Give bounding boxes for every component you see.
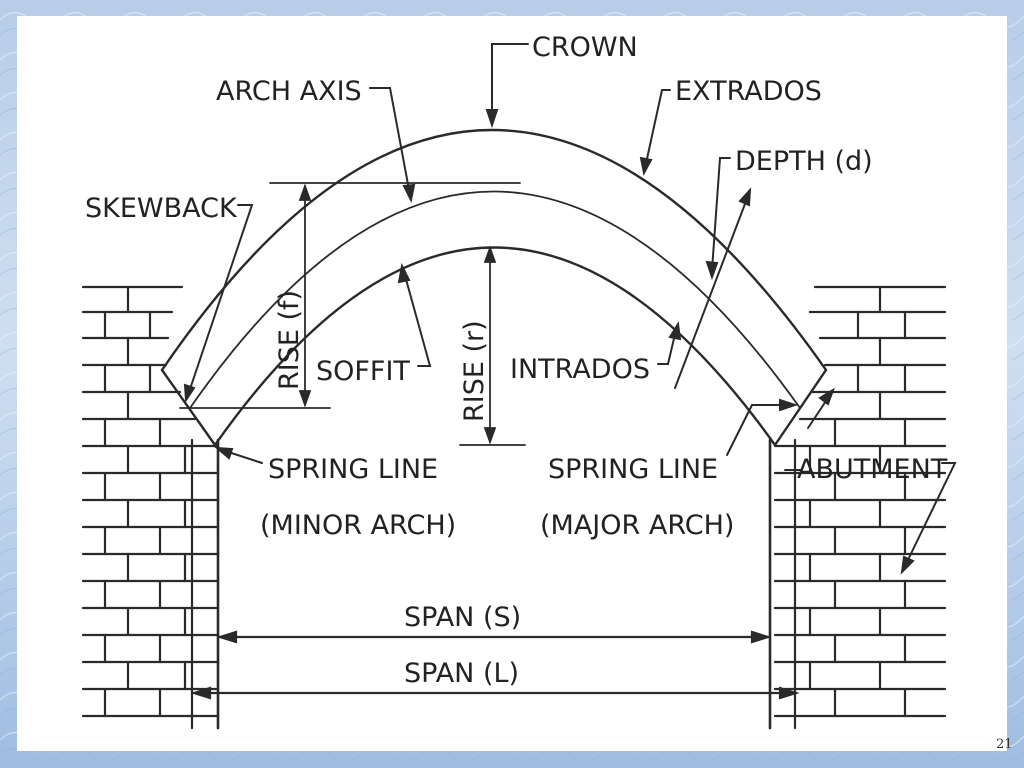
label-rise-r: RISE (r) — [459, 320, 490, 422]
arch-ring — [160, 128, 828, 447]
right-abutment-masonry — [768, 285, 947, 730]
diagram-panel: CROWN ARCH AXIS EXTRADOS DEPTH (d) SKEWB… — [17, 16, 1007, 751]
label-extrados: EXTRADOS — [675, 76, 822, 107]
label-skewback: SKEWBACK — [85, 193, 238, 224]
arch-diagram: CROWN ARCH AXIS EXTRADOS DEPTH (d) SKEWB… — [81, 32, 957, 730]
span-l-dimension — [190, 686, 800, 700]
label-span-l: SPAN (L) — [404, 658, 519, 689]
label-spring-line-minor-sub: (MINOR ARCH) — [260, 510, 456, 541]
label-intrados: INTRADOS — [510, 354, 650, 385]
rise-r-dimension — [459, 245, 526, 446]
span-s-dimension — [216, 630, 772, 644]
label-abutment: ABUTMENT — [797, 454, 948, 485]
label-depth: DEPTH (d) — [735, 146, 873, 177]
page-number: 21 — [996, 737, 1013, 752]
label-soffit: SOFFIT — [316, 356, 410, 387]
label-spring-line-major: SPRING LINE — [548, 454, 718, 485]
label-span-s: SPAN (S) — [404, 602, 521, 633]
label-spring-line-minor: SPRING LINE — [268, 454, 438, 485]
label-spring-line-major-sub: (MAJOR ARCH) — [540, 510, 734, 541]
leader-lines — [183, 43, 957, 575]
label-rise-f: RISE (f) — [274, 290, 305, 390]
skewback-right — [773, 368, 828, 447]
arch-axis-curve — [189, 190, 801, 409]
label-arch-axis: ARCH AXIS — [216, 76, 362, 107]
rise-f-dimension — [179, 182, 521, 409]
intrados-curve — [213, 246, 777, 447]
left-abutment-masonry — [81, 285, 220, 730]
label-crown: CROWN — [532, 32, 638, 63]
